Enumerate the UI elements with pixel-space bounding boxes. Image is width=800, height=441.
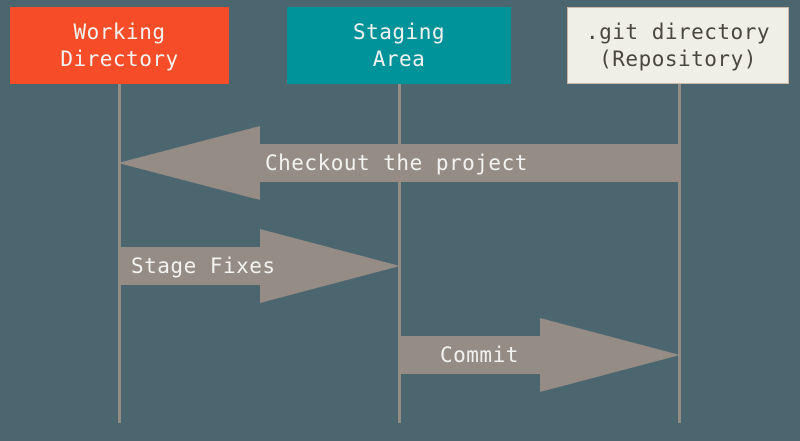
lifeline-git-directory	[678, 84, 681, 423]
arrow-right-head-icon	[540, 318, 680, 392]
node-git-directory-line1: .git directory	[585, 19, 770, 44]
arrow-stage-label: Stage Fixes	[131, 254, 276, 278]
arrow-checkout-shaft	[260, 144, 680, 182]
arrow-checkout-label: Checkout the project	[265, 151, 528, 175]
arrow-commit-shaft	[398, 336, 540, 374]
node-working-directory: Working Directory	[10, 7, 229, 84]
node-staging-area-line2: Area	[372, 46, 426, 71]
arrow-left-head-icon	[118, 126, 260, 200]
arrow-checkout-the-project: Checkout the project	[118, 126, 680, 200]
arrow-stage-fixes: Stage Fixes	[118, 229, 400, 303]
arrow-right-head-icon	[260, 229, 400, 303]
node-git-directory-line2: (Repository)	[599, 46, 757, 71]
arrow-commit-label: Commit	[440, 343, 519, 367]
node-git-directory: .git directory (Repository)	[567, 7, 789, 84]
node-staging-area-line1: Staging	[352, 19, 445, 44]
node-staging-area: Staging Area	[287, 7, 511, 84]
arrow-commit: Commit	[398, 318, 680, 392]
node-working-directory-line1: Working	[73, 19, 166, 44]
arrow-stage-shaft	[118, 247, 260, 285]
node-working-directory-line2: Directory	[60, 46, 179, 71]
